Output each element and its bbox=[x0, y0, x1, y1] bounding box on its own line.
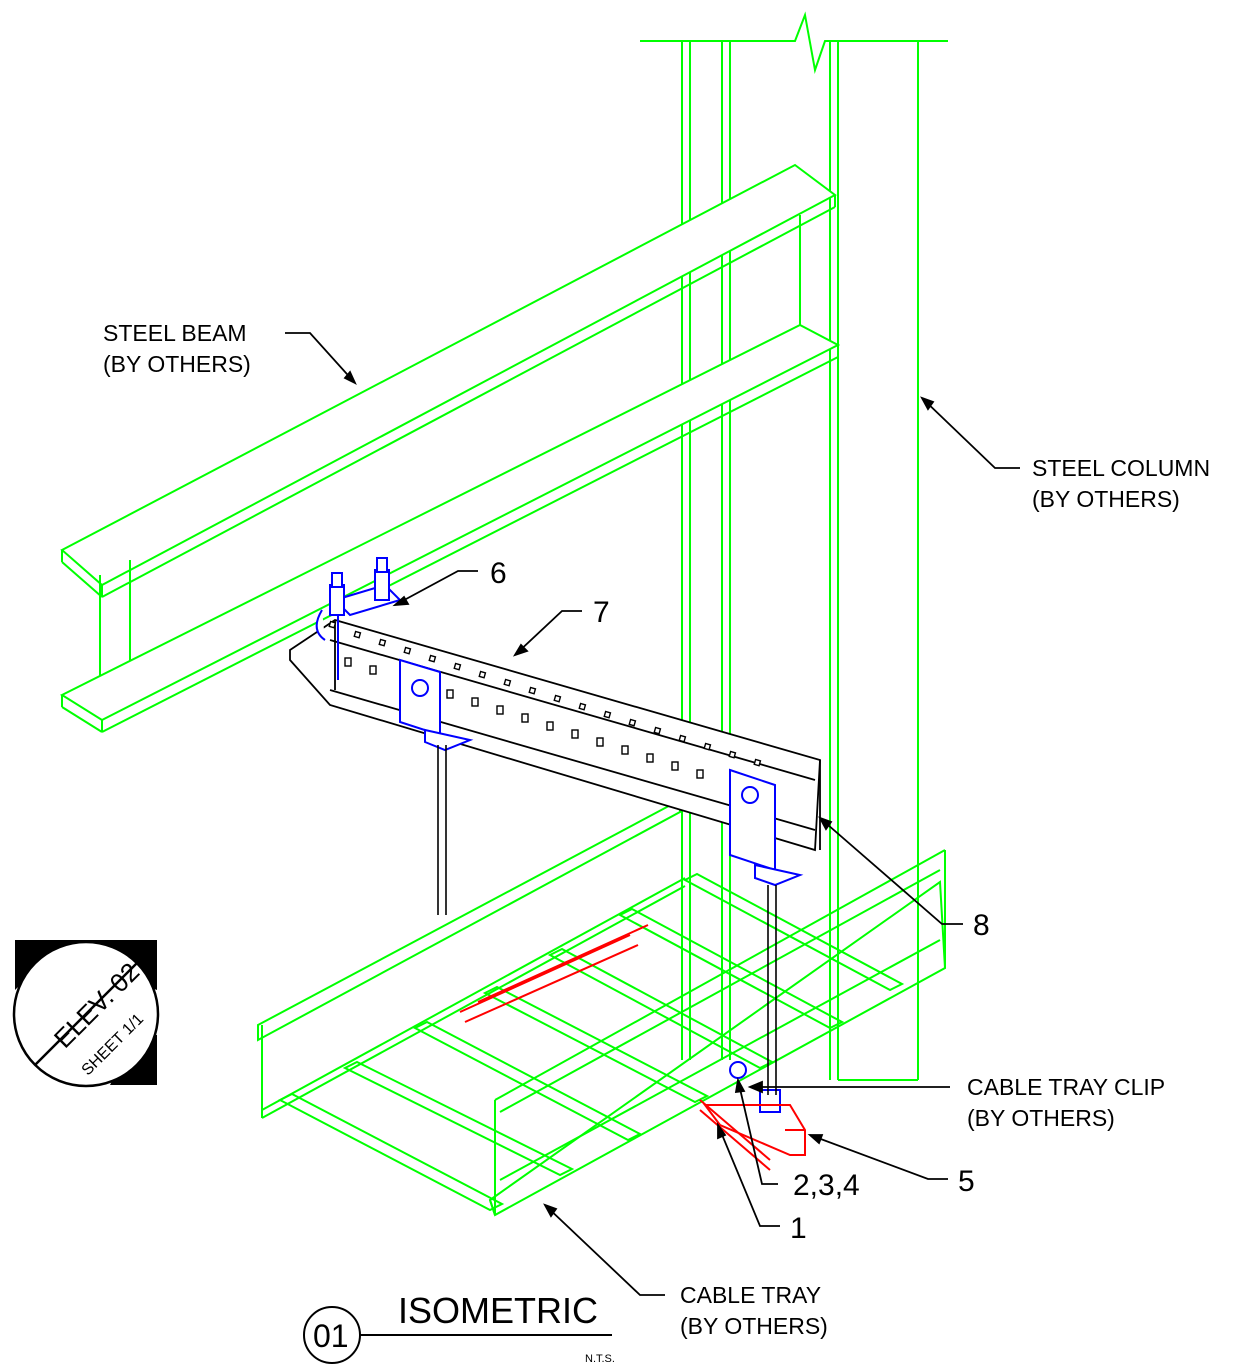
section-marker: ELEV. 02 SHEET 1/1 bbox=[12, 940, 160, 1088]
steel-column-label-line2: (BY OTHERS) bbox=[1032, 486, 1180, 512]
hanger-rods bbox=[437, 745, 777, 1095]
steel-column-label-line1: STEEL COLUMN bbox=[1032, 455, 1210, 481]
beam-clamp-hardware bbox=[315, 557, 804, 1113]
cable-tray bbox=[257, 798, 947, 1217]
steel-beam-label-line2: (BY OTHERS) bbox=[103, 351, 251, 377]
item-2-3-4-label: 2,3,4 bbox=[793, 1169, 860, 1202]
cable-tray-clip-label-line1: CABLE TRAY CLIP bbox=[967, 1074, 1165, 1100]
strut-slots bbox=[328, 620, 762, 779]
item-1-label: 1 bbox=[790, 1212, 807, 1245]
leader-lines bbox=[285, 332, 1020, 1296]
item-6-label: 6 bbox=[490, 557, 507, 590]
steel-beam bbox=[59, 163, 841, 733]
red-channel bbox=[459, 924, 806, 1171]
title-scale: N.T.S. bbox=[585, 1353, 615, 1365]
item-5-label: 5 bbox=[958, 1165, 975, 1198]
title-number: 01 bbox=[313, 1318, 349, 1354]
title-block: 01 ISOMETRIC N.T.S. bbox=[303, 1290, 615, 1365]
item-8-label: 8 bbox=[973, 909, 990, 942]
cable-tray-label-line2: (BY OTHERS) bbox=[680, 1313, 828, 1339]
cable-tray-label-line1: CABLE TRAY bbox=[680, 1282, 821, 1308]
title-text: ISOMETRIC bbox=[398, 1290, 598, 1331]
item-7-label: 7 bbox=[593, 596, 610, 629]
cable-tray-clip-label-line2: (BY OTHERS) bbox=[967, 1105, 1115, 1131]
steel-beam-label-line1: STEEL BEAM bbox=[103, 320, 247, 346]
